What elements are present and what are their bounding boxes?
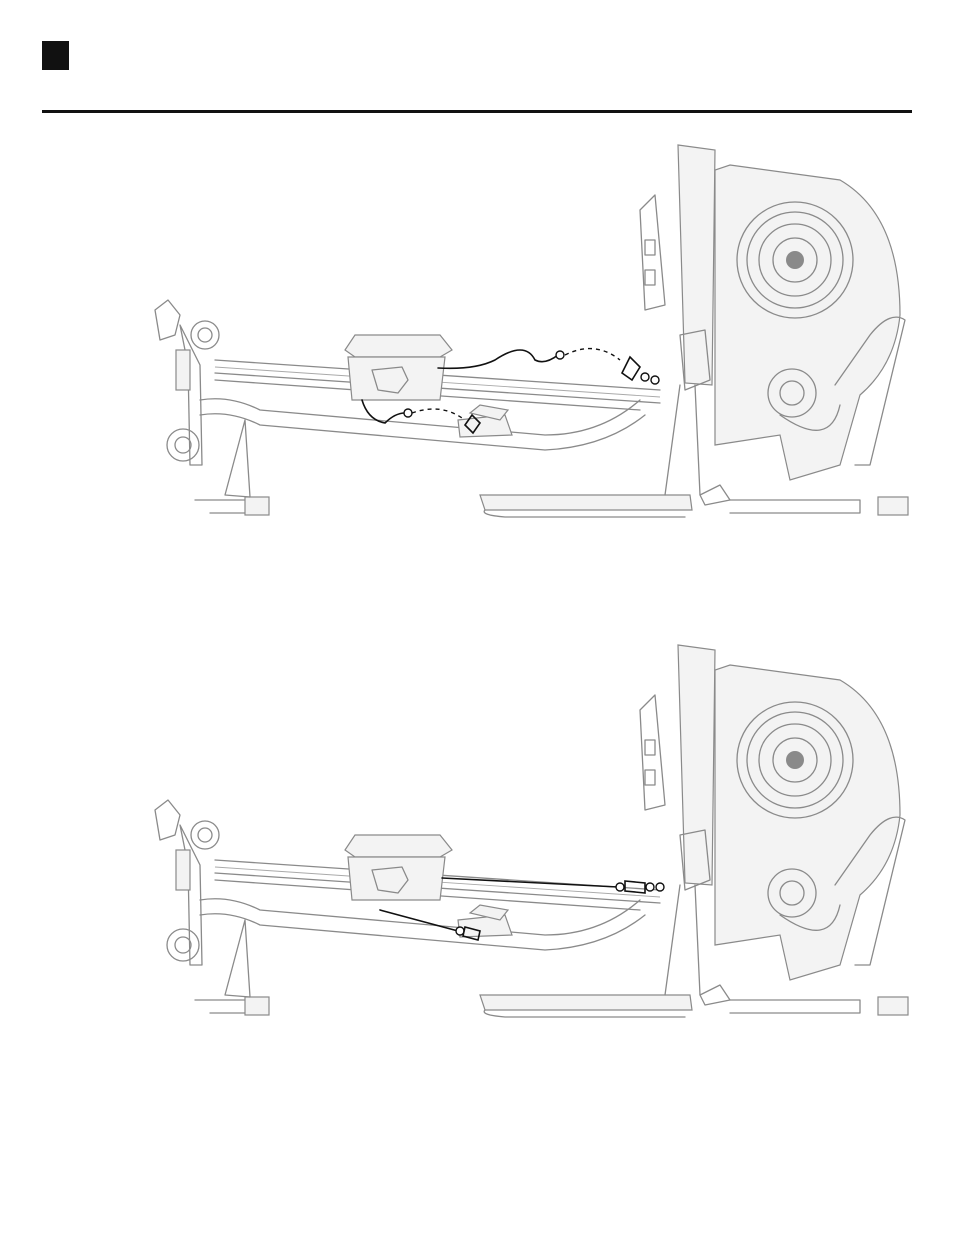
step-number-badge xyxy=(42,41,69,70)
figure-connect-cables xyxy=(140,135,920,525)
cable-upper xyxy=(438,349,659,384)
rear-stand xyxy=(155,300,269,515)
rower-illustration-1 xyxy=(140,135,920,525)
seat xyxy=(345,335,452,400)
tower-flywheel xyxy=(640,645,905,980)
foot-plate xyxy=(458,405,512,437)
tower-flywheel xyxy=(640,145,905,480)
seat xyxy=(345,835,452,900)
rear-stand xyxy=(155,800,269,1015)
foot-plate xyxy=(458,905,512,937)
header-rule xyxy=(42,110,912,113)
rower-illustration-2 xyxy=(140,635,920,1025)
figure-cables-connected xyxy=(140,635,920,1025)
